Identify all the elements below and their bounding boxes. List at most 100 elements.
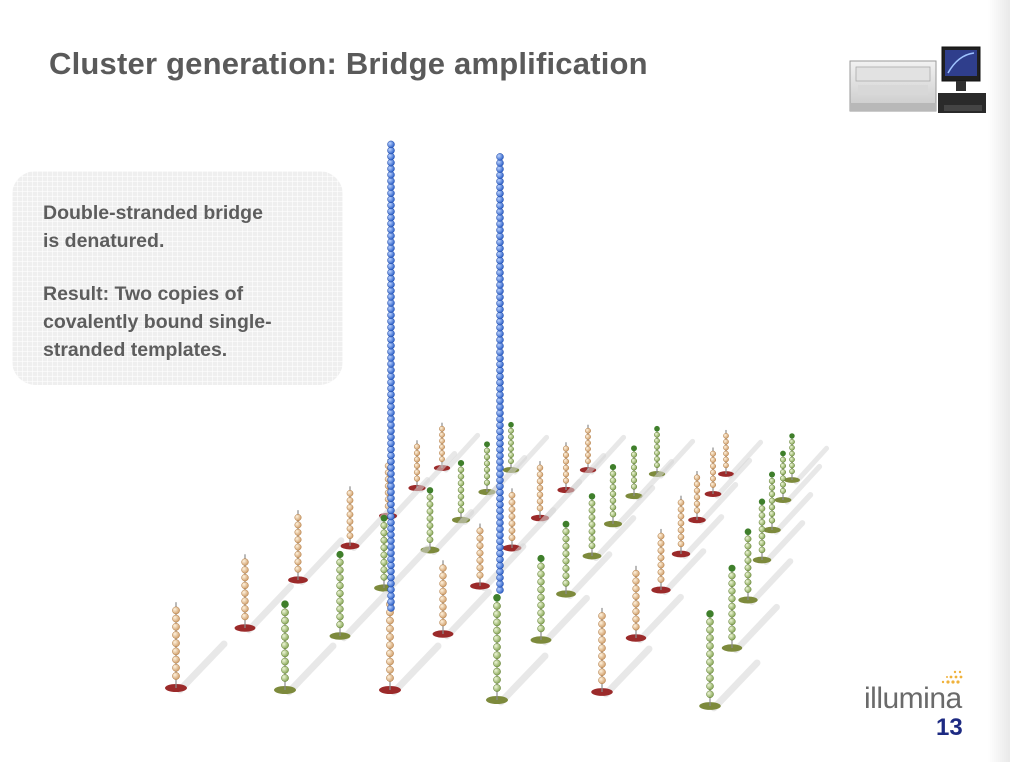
nucleotide-bead (493, 667, 501, 676)
nucleotide-bead (281, 633, 289, 641)
nucleotide-bead (537, 617, 545, 625)
nucleotide-bead (281, 665, 289, 674)
nucleotide-bead (457, 466, 465, 474)
nucleotide-bead (476, 549, 484, 557)
nucleotide-bead (386, 665, 394, 674)
primer-strand (763, 471, 814, 535)
nucleotide-bead (768, 491, 776, 498)
nucleotide-bead-tip (768, 471, 776, 478)
template-bead (496, 153, 504, 161)
strand-shadow (635, 458, 675, 501)
nucleotide-bead (780, 456, 786, 463)
nucleotide-bead (172, 672, 180, 680)
nucleotide-bead (585, 458, 591, 465)
nucleotide-bead (457, 506, 465, 514)
nucleotide-bead (457, 486, 465, 494)
nucleotide-bead (585, 440, 591, 446)
nucleotide-bead (598, 660, 606, 668)
nucleotide-bead (654, 431, 660, 438)
primer-strand (671, 495, 725, 559)
nucleotide-bead-tip (780, 450, 786, 457)
nucleotide-bead (789, 468, 795, 475)
nucleotide-bead (723, 462, 729, 469)
nucleotide-bead (380, 522, 388, 530)
nucleotide-bead (336, 566, 344, 574)
strand-shadow (298, 537, 345, 586)
strand-shadow (698, 481, 739, 525)
nucleotide-bead (632, 623, 640, 631)
nucleotide-bead (632, 569, 640, 578)
nucleotide-bead (439, 603, 447, 611)
nucleotide-bead (346, 497, 354, 504)
nucleotide-bead (294, 558, 302, 566)
nucleotide-bead (426, 515, 434, 522)
nucleotide-bead (609, 510, 617, 518)
primer-strand (721, 564, 780, 654)
nucleotide-bead (439, 438, 445, 444)
nucleotide-bead (723, 450, 729, 457)
nucleotide-bead (710, 475, 716, 482)
nucleotide-bead (706, 674, 714, 682)
nucleotide-bead (386, 649, 394, 658)
nucleotide-bead (413, 449, 421, 457)
nucleotide-bead (493, 634, 501, 643)
nucleotide-bead (789, 450, 795, 457)
nucleotide-bead-tip (758, 498, 766, 505)
nucleotide-bead (386, 641, 394, 650)
nucleotide-bead (294, 543, 302, 551)
nucleotide-bead (476, 564, 484, 572)
nucleotide-bead (609, 504, 617, 511)
nucleotide-bead (537, 585, 545, 594)
nucleotide-bead (536, 484, 544, 492)
nucleotide-bead (789, 462, 795, 469)
primer-strand (603, 463, 656, 529)
slide-title: Cluster generation: Bridge amplification (49, 46, 648, 81)
nucleotide-bead (336, 597, 344, 605)
nucleotide-bead (508, 458, 514, 465)
nucleotide-bead (386, 624, 394, 633)
nucleotide-bead (562, 572, 570, 580)
nucleotide-bead (630, 451, 638, 458)
nucleotide-bead (537, 624, 545, 633)
nucleotide-bead (677, 533, 685, 541)
nucleotide-bead (476, 556, 484, 564)
strand-shadow (784, 463, 823, 505)
nucleotide-bead (172, 647, 180, 656)
primer-strand (556, 520, 613, 600)
nucleotide-bead (483, 453, 491, 461)
nucleotide-bead (609, 484, 617, 491)
nucleotide-bead (728, 602, 736, 610)
nucleotide-bead (693, 481, 701, 488)
strand-shadow (682, 514, 725, 559)
nucleotide-bead (294, 565, 302, 573)
nucleotide-bead (336, 605, 344, 613)
nucleotide-bead (508, 506, 516, 513)
description-callout: Double-stranded bridge is denatured. Res… (12, 171, 343, 385)
nucleotide-bead (780, 487, 786, 494)
nucleotide-bead (483, 466, 491, 473)
primer-strand (274, 600, 337, 696)
nucleotide-bead (789, 438, 795, 445)
nucleotide-bead (693, 507, 701, 514)
nucleotide-bead (744, 571, 752, 579)
nucleotide-bead (439, 425, 445, 432)
nucleotide-bead (346, 511, 354, 518)
primer-strand (374, 514, 431, 594)
nucleotide-bead (654, 450, 660, 456)
nucleotide-bead (677, 506, 685, 513)
strand-shadow (350, 505, 395, 552)
nucleotide-bead (598, 612, 606, 620)
nucleotide-bead (706, 690, 714, 699)
nucleotide-bead (439, 572, 447, 580)
nucleotide-bead (654, 437, 660, 444)
nucleotide-bead (483, 460, 491, 467)
nucleotide-bead (758, 505, 766, 512)
nucleotide-bead (439, 450, 445, 456)
nucleotide-bead (294, 521, 302, 529)
nucleotide-bead (693, 487, 701, 494)
nucleotide-bead (632, 585, 640, 593)
strand-shadow (176, 640, 228, 694)
slide-edge-shading (988, 0, 1010, 762)
nucleotide-bead (380, 573, 388, 581)
